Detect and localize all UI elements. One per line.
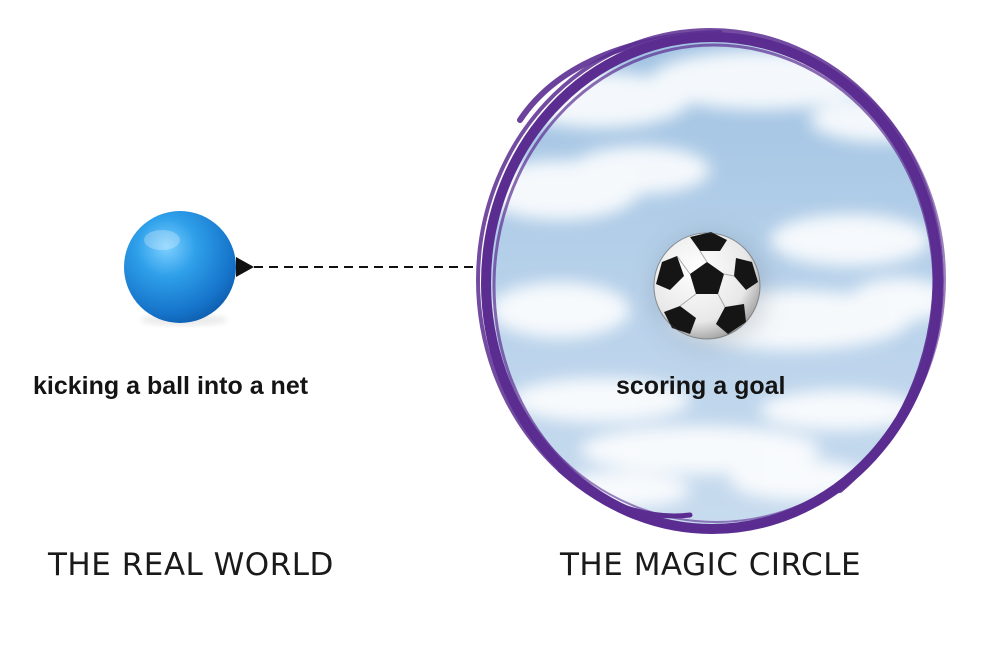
circle-ring — [476, 28, 946, 534]
sky-background — [490, 39, 934, 527]
magic-circle-caption: THE MAGIC CIRCLE — [560, 547, 862, 583]
real-world-action-label: kicking a ball into a net — [33, 372, 309, 400]
clouds — [490, 50, 934, 508]
magic-circle — [476, 28, 946, 534]
blue-ball-icon — [124, 211, 236, 326]
magic-circle-meaning-label: scoring a goal — [616, 372, 786, 400]
real-world-caption: THE REAL WORLD — [48, 547, 334, 583]
soccer-ball-icon — [638, 218, 782, 362]
